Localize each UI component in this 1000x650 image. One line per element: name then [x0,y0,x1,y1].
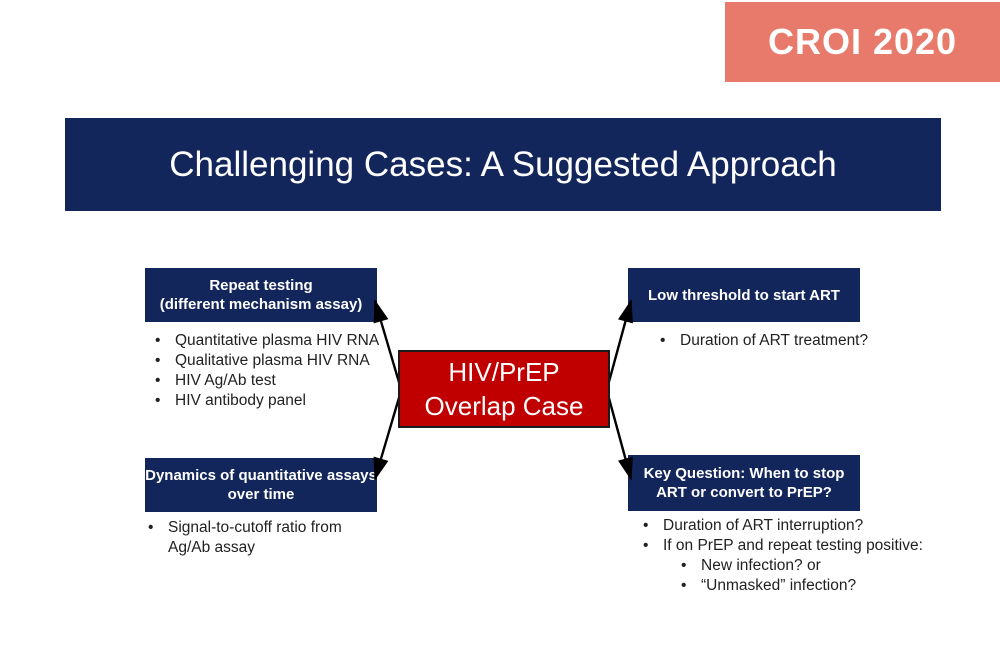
bullet-dot: • [681,557,687,574]
node-repeat-testing: Repeat testing (different mechanism assa… [145,268,377,322]
repeat-testing-bullets: • Quantitative plasma HIV RNA • Qualitat… [155,331,385,411]
center-node-line2: Overlap Case [424,391,584,421]
key-question-bullets: • Duration of ART interruption? • If on … [643,516,933,596]
bullet-text: Duration of ART treatment? [680,332,869,349]
node-key-question-line2: ART or convert to PrEP? [656,484,832,501]
node-dynamics-assays-line2: over time [227,486,295,503]
bullet-dot: • [643,517,649,534]
bullet-text: Qualitative plasma HIV RNA [175,352,370,369]
center-node-line1: HIV/PrEP [448,357,560,387]
bullet-item: • HIV antibody panel [155,391,385,411]
bullet-item: • Quantitative plasma HIV RNA [155,331,385,351]
bullet-text: HIV Ag/Ab test [175,372,276,389]
node-dynamics-assays: Dynamics of quantitative assays over tim… [145,458,377,512]
bullet-dot: • [155,392,161,409]
center-node-hiv-prep-overlap: HIV/PrEP Overlap Case [398,350,610,428]
bullet-dot: • [155,352,161,369]
node-dynamics-assays-line1: Dynamics of quantitative assays [145,467,377,484]
node-repeat-testing-line2: (different mechanism assay) [159,296,363,313]
node-key-question-line1: Key Question: When to stop [643,465,845,482]
bullet-item-sub: • New infection? or [681,556,933,576]
bullet-text: If on PrEP and repeat testing positive: [663,537,923,554]
low-threshold-bullets: • Duration of ART treatment? [660,331,910,351]
bullet-item: • Duration of ART treatment? [660,331,910,351]
bullet-dot: • [681,577,687,594]
bullet-text: HIV antibody panel [175,392,306,409]
bullet-text: “Unmasked” infection? [701,577,857,594]
node-key-question: Key Question: When to stop ART or conver… [628,455,860,511]
bullet-text: Signal-to-cutoff ratio from Ag/Ab assay [168,519,342,556]
bullet-dot: • [643,537,649,554]
node-low-threshold: Low threshold to start ART [628,268,860,322]
bullet-dot: • [155,372,161,389]
bullet-dot: • [660,332,666,349]
bullet-dot: • [148,519,154,536]
bullet-item: • If on PrEP and repeat testing positive… [643,536,933,556]
croi-badge-label: CROI 2020 [767,21,958,62]
node-repeat-testing-line1: Repeat testing [209,277,313,294]
node-low-threshold-line1: Low threshold to start ART [648,286,840,304]
bullet-item: • Signal-to-cutoff ratio from Ag/Ab assa… [148,518,363,558]
dynamics-bullets: • Signal-to-cutoff ratio from Ag/Ab assa… [148,518,363,558]
bullet-item: • HIV Ag/Ab test [155,371,385,391]
bullet-text: Duration of ART interruption? [663,517,864,534]
bullet-dot: • [155,332,161,349]
bullet-item-sub: • “Unmasked” infection? [681,576,933,596]
title-bar: Challenging Cases: A Suggested Approach [65,118,941,211]
bullet-text: New infection? or [701,557,821,574]
slide-title: Challenging Cases: A Suggested Approach [169,144,837,184]
bullet-item: • Duration of ART interruption? [643,516,933,536]
bullet-item: • Qualitative plasma HIV RNA [155,351,385,371]
bullet-text: Quantitative plasma HIV RNA [175,332,380,349]
croi-badge: CROI 2020 [725,2,1000,82]
